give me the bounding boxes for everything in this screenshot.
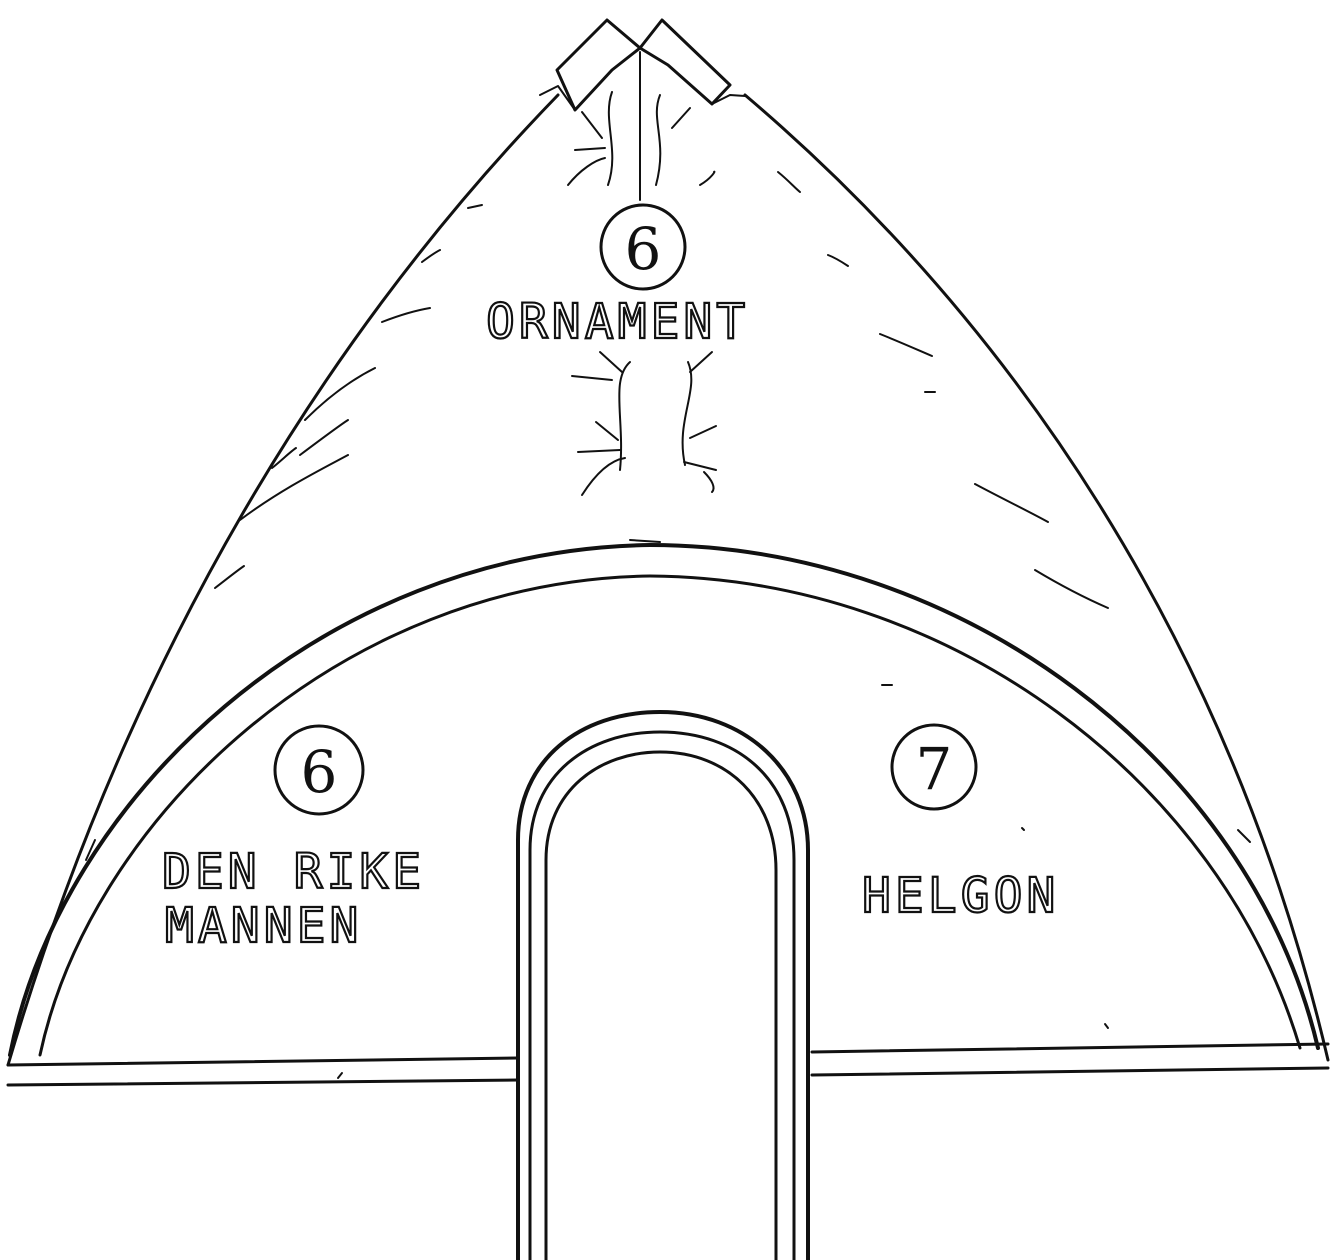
round-arch-outer-line [8, 543, 1320, 1057]
round-arch-inner-line [38, 574, 1302, 1057]
round-inner-arch [8, 543, 1320, 1057]
ornament-number: 6 [625, 215, 662, 283]
window-inner-contour [544, 750, 778, 1260]
apex-finial [539, 18, 746, 201]
left-panel-number: 6 [301, 738, 338, 806]
horizontal-band [6, 1042, 1330, 1087]
finial-bracket-right [711, 94, 746, 105]
arch-small-tick-right [1237, 829, 1251, 843]
right-panel-label: HELGON [862, 868, 1059, 924]
left-panel-label-line1: DEN RIKE [162, 844, 425, 900]
arch-small-tick-left [85, 839, 96, 861]
ornament-label: ORNAMENT [486, 294, 749, 350]
ornament-badge: 6 [599, 203, 687, 291]
outer-arch-right-curve [743, 93, 1330, 1062]
left-panel-number-circle [273, 724, 365, 816]
left-panel-badge: 6 [273, 724, 365, 816]
ornament-strokes-top [567, 91, 716, 186]
gable-hatching [214, 171, 1109, 609]
outer-arch-left-curve [6, 93, 560, 1067]
finial-diamond [555, 18, 732, 112]
left-panel-label-line2: MANNEN [165, 898, 362, 954]
right-panel-number-circle [890, 723, 978, 811]
right-panel-number: 7 [916, 735, 953, 803]
ornament-number-circle [599, 203, 687, 291]
stray-marks [629, 539, 1109, 1029]
window-middle-contour [528, 730, 796, 1260]
ornament-strokes-middle [571, 351, 717, 496]
window-outer-contour [516, 710, 810, 1260]
right-panel-badge: 7 [890, 723, 978, 811]
outer-pointed-arch [6, 93, 1330, 1067]
finial-bracket-left [539, 85, 576, 111]
central-window [516, 710, 810, 1260]
